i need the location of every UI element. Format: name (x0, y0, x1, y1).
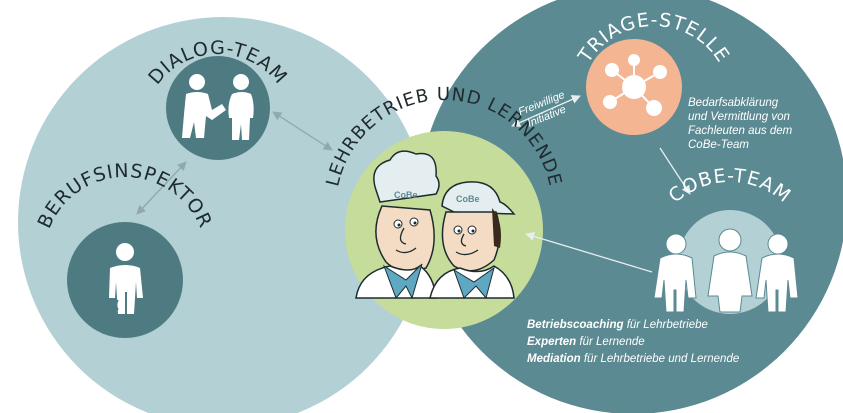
cobe-badge-left: CoBe (394, 190, 418, 200)
arrow-center-triage (511, 95, 581, 127)
arrow-dialog-center (272, 111, 333, 151)
inspector-person-icon (109, 243, 143, 314)
network-hub-icon (603, 54, 667, 116)
offer-item: Betriebscoaching für Lehrbetriebe (527, 319, 708, 331)
cobe-offers-list: Betriebscoaching für Lehrbetriebe Expert… (527, 317, 739, 368)
triage-note: Bedarfsabklärung und Vermittlung von Fac… (688, 96, 833, 152)
cobe-badge-right: CoBe (456, 194, 480, 204)
triage-note-line2: und Vermittlung von (688, 111, 790, 123)
arrow-triage-cobe (659, 147, 691, 195)
triage-note-line1: Bedarfsabklärung (688, 97, 779, 109)
arrow-cobe-center (525, 232, 653, 273)
two-people-talking-icon (182, 74, 254, 140)
triage-note-line4: CoBe-Team (688, 139, 749, 151)
triage-note-line3: Fachleuten aus dem (688, 125, 793, 137)
offer-item: Mediation für Lehrbetriebe und Lernende (527, 353, 740, 365)
arrow-dialog-inspector (136, 161, 187, 215)
cobe-characters-illustration: CoBe CoBe (355, 150, 516, 300)
offer-item: Experten für Lernende (527, 336, 645, 348)
team-people-icon (653, 228, 799, 313)
